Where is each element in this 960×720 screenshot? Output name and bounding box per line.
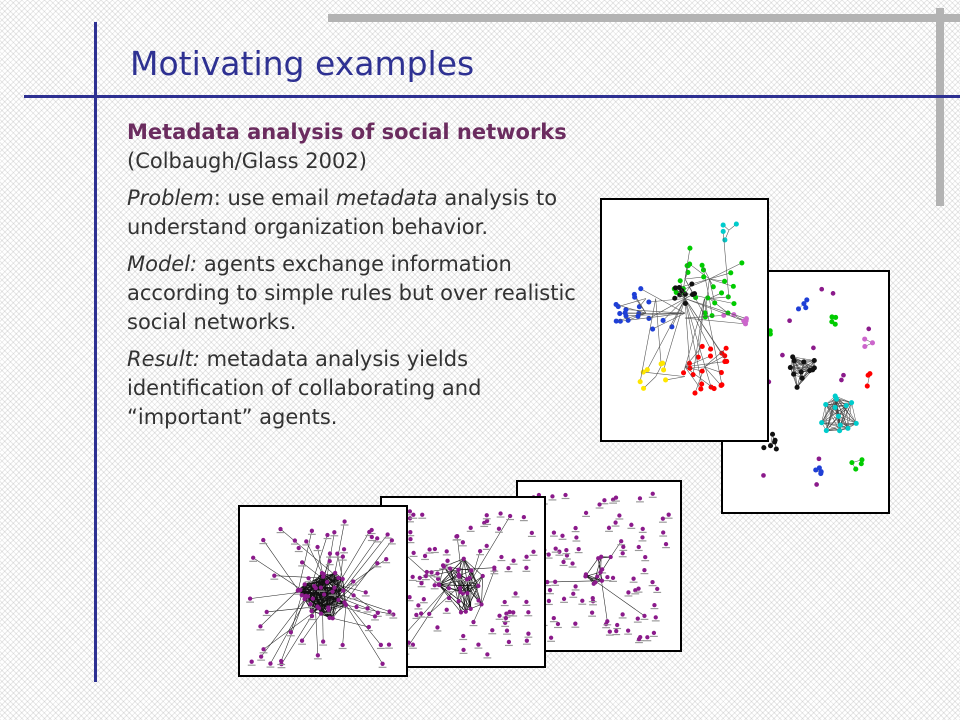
slide-body: Metadata analysis of social networks (Co… [127,118,587,440]
heading-block: Metadata analysis of social networks (Co… [127,118,587,176]
result-text: metadata analysis yields identification … [127,347,482,429]
colored-components-graph [751,286,875,487]
medium-core-graph [388,508,538,659]
dense-core-network-image [238,505,408,677]
colored-cluster-graph [613,221,749,396]
result-paragraph: Result: metadata analysis yields identif… [127,345,587,432]
decor-horizontal-rule [24,95,960,98]
decor-gray-bar-top [328,14,960,22]
citation: (Colbaugh/Glass 2002) [127,149,367,173]
colored-cluster-network-image [600,198,769,442]
problem-label: Problem [127,186,214,210]
decor-vertical-rule [94,22,97,682]
dense-core-graph [246,519,398,669]
decor-gray-bar-right [936,8,944,206]
problem-text-a: : use email [213,186,336,210]
problem-paragraph: Problem: use email metadata analysis to … [127,184,587,242]
model-label: Model: [127,252,198,276]
problem-text-b: analysis to understand organization beha… [127,186,558,239]
problem-emphasis: metadata [335,186,438,210]
model-text: agents exchange information according to… [127,252,576,334]
model-paragraph: Model: agents exchange information accor… [127,250,587,337]
section-heading: Metadata analysis of social networks [127,120,567,144]
result-label: Result: [127,347,200,371]
slide-title: Motivating examples [130,44,475,83]
